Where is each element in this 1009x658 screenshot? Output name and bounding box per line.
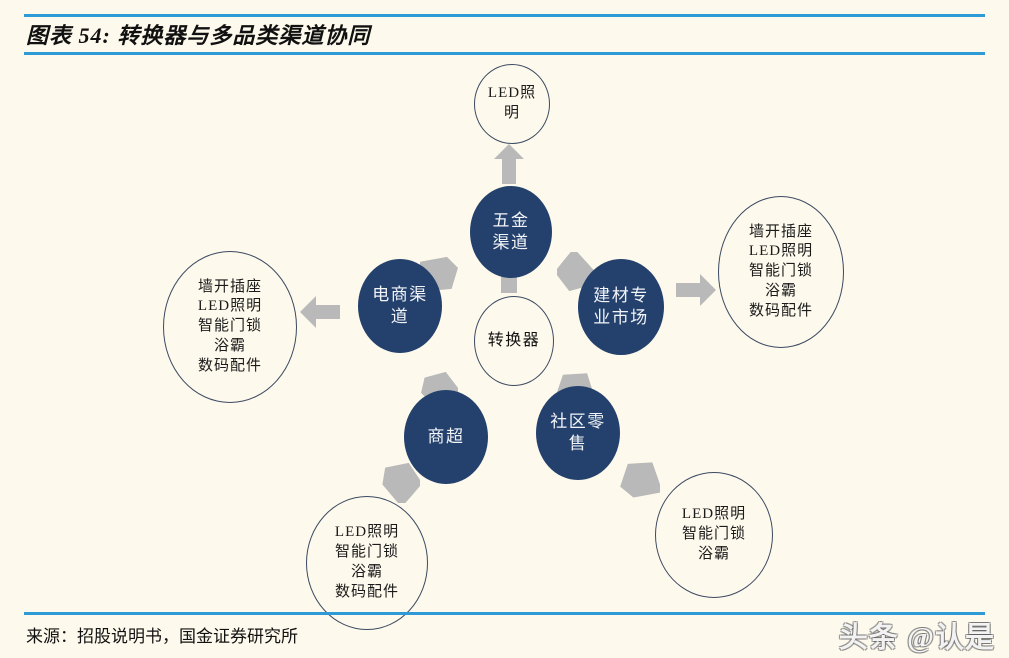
product-line: LED照明 bbox=[197, 298, 263, 315]
product-line: 浴霸 bbox=[213, 337, 246, 354]
product-line: LED照明 bbox=[681, 506, 747, 523]
source-note: 来源：招股说明书，国金证券研究所 bbox=[26, 627, 298, 646]
channel-label: 商超 bbox=[427, 426, 465, 446]
product-line: LED照 bbox=[487, 85, 537, 102]
arrow-hardware-to-top-product bbox=[494, 144, 524, 184]
center-node-label: 转换器 bbox=[487, 332, 541, 350]
channel-label: 社区零售 bbox=[550, 411, 606, 453]
channel-label: 电商渠道 bbox=[372, 284, 428, 326]
channel-node-super[interactable]: 商超 bbox=[404, 390, 488, 484]
center-node-converter[interactable]: 转换器 bbox=[474, 296, 554, 386]
product-line: 明 bbox=[503, 105, 520, 121]
product-line: LED照明 bbox=[334, 524, 400, 541]
product-bubble-right[interactable]: 墙开插座 LED照明 智能门锁 浴霸 数码配件 bbox=[718, 196, 844, 348]
product-line: LED照明 bbox=[748, 243, 814, 260]
product-line: 智能门锁 bbox=[334, 544, 399, 561]
product-bubble-bottom-left[interactable]: LED照明 智能门锁 浴霸 数码配件 bbox=[306, 496, 428, 630]
channel-node-community[interactable]: 社区零售 bbox=[536, 386, 620, 480]
channel-synergy-diagram: LED照 明 墙开插座 LED照明 智能门锁 浴霸 数码配件 LED照明 智能门… bbox=[0, 56, 1009, 630]
product-line: 墙开插座 bbox=[197, 278, 262, 295]
channel-node-hardware[interactable]: 五金渠道 bbox=[470, 186, 552, 278]
channel-label: 建材专业市场 bbox=[593, 285, 649, 327]
header-rule-bottom bbox=[24, 52, 985, 55]
product-line: 数码配件 bbox=[334, 583, 399, 600]
arrow-super-to-bottom-left-product bbox=[380, 461, 420, 503]
page-title: 图表 54: 转换器与多品类渠道协同 bbox=[26, 23, 371, 48]
arrow-community-to-bottom-right-product bbox=[620, 460, 660, 502]
footer-rule bbox=[24, 612, 985, 615]
channel-node-building[interactable]: 建材专业市场 bbox=[578, 259, 664, 355]
product-bubble-bottom-right[interactable]: LED照明 智能门锁 浴霸 bbox=[655, 472, 773, 598]
product-line: 浴霸 bbox=[350, 564, 383, 580]
product-line: 墙开插座 bbox=[748, 223, 813, 240]
watermark: 头条 @认是 bbox=[838, 622, 995, 654]
product-line: 智能门锁 bbox=[681, 526, 746, 543]
product-line: 智能门锁 bbox=[748, 263, 813, 280]
product-line: 浴霸 bbox=[697, 545, 730, 562]
arrow-building-to-right-product bbox=[676, 274, 716, 306]
product-line: 数码配件 bbox=[197, 357, 262, 374]
arrow-ecommerce-to-left-product bbox=[300, 296, 340, 328]
channel-node-ecommerce[interactable]: 电商渠道 bbox=[358, 259, 442, 353]
product-line: 智能门锁 bbox=[197, 318, 262, 335]
product-line: 浴霸 bbox=[764, 282, 797, 299]
header-rule-top bbox=[24, 14, 985, 17]
product-bubble-left[interactable]: 墙开插座 LED照明 智能门锁 浴霸 数码配件 bbox=[163, 251, 297, 403]
product-line: 数码配件 bbox=[748, 302, 813, 319]
product-bubble-top[interactable]: LED照 明 bbox=[474, 64, 550, 144]
channel-label: 五金渠道 bbox=[492, 210, 530, 252]
